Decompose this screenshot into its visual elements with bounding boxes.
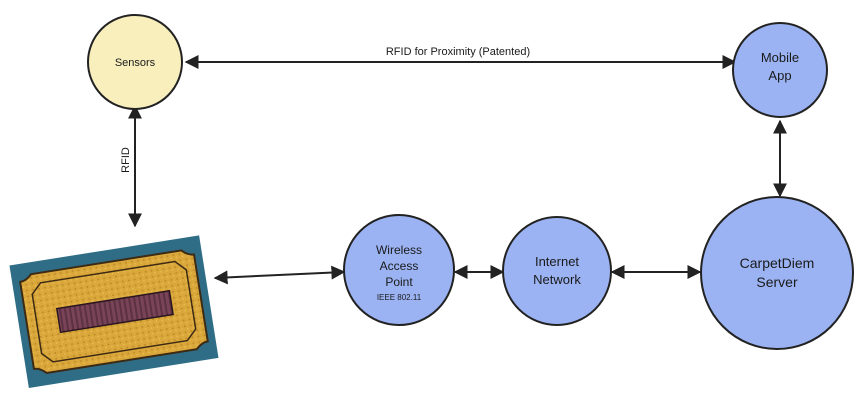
node-carpetdiem-server: CarpetDiem Server [700, 196, 854, 350]
internet-label-1: Internet [535, 254, 579, 269]
wireless-label-1: Wireless [376, 243, 422, 257]
mobile-app-label-1: Mobile [761, 50, 799, 65]
node-sensors: Sensors [87, 14, 183, 110]
edge-label-rfid-proximity: RFID for Proximity (Patented) [386, 46, 530, 58]
edge-label-rfid: RFID [120, 147, 132, 173]
server-label-1: CarpetDiem [740, 255, 815, 271]
wireless-label-3: Point [385, 275, 413, 289]
wireless-label-2: Access [380, 259, 419, 273]
node-wireless-access-point: Wireless Access Point IEEE 802.11 [343, 214, 455, 326]
server-label-2: Server [756, 274, 798, 290]
sensors-label: Sensors [115, 57, 156, 69]
mobile-app-label-2: App [768, 68, 791, 83]
carpet-image [9, 235, 219, 388]
node-internet-network: Internet Network [502, 216, 612, 326]
node-mobile-app: Mobile App [732, 22, 828, 118]
wireless-label-standard: IEEE 802.11 [377, 293, 422, 302]
internet-label-2: Network [533, 272, 581, 287]
edge-carpet-wireless [213, 265, 346, 285]
